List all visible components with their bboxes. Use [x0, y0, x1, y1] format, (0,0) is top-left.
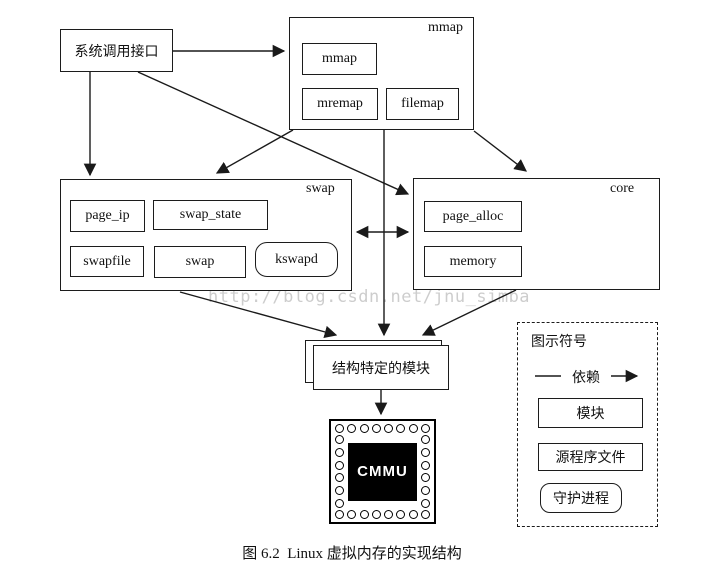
- node-filemap: filemap: [386, 88, 459, 120]
- node-kswapd: kswapd: [255, 242, 338, 277]
- group-core-title: core: [610, 181, 635, 196]
- chip-pin-col-right: [421, 434, 430, 509]
- node-swap: swap: [154, 246, 246, 278]
- legend-dependency-label: 依赖: [572, 371, 600, 386]
- node-memory: memory: [424, 246, 522, 277]
- legend-daemon-label: 守护进程: [553, 492, 609, 507]
- node-mremap: mremap: [302, 88, 378, 120]
- node-mmap-label: mmap: [322, 51, 357, 66]
- legend-source-file-label: 源程序文件: [555, 451, 626, 466]
- legend-source-file-box: 源程序文件: [538, 443, 643, 471]
- figure-caption: 图 6.2 Linux 虚拟内存的实现结构: [242, 546, 462, 562]
- node-memory-label: memory: [449, 253, 497, 269]
- node-swap-label: swap: [185, 254, 215, 269]
- node-page-alloc: page_alloc: [424, 201, 522, 232]
- chip-pin-row-top: [335, 424, 430, 433]
- group-swap-title: swap: [306, 181, 335, 196]
- arrow-mmap-to-swap: [215, 129, 294, 174]
- node-arch-module: 结构特定的模块: [313, 345, 449, 390]
- node-swap-state: swap_state: [153, 200, 268, 230]
- node-filemap-label: filemap: [401, 96, 444, 111]
- legend-title: 图示符号: [531, 335, 587, 350]
- cmmu-label: CMMU: [357, 463, 408, 480]
- chip-pin-row-bottom: [335, 510, 430, 519]
- cmmu-die: CMMU: [348, 442, 417, 501]
- node-page-alloc-label: page_alloc: [442, 208, 504, 224]
- node-arch-module-label: 结构特定的模块: [332, 361, 430, 377]
- legend-module-label: 模块: [576, 407, 605, 422]
- cmmu-chip: CMMU: [329, 419, 436, 524]
- node-page-ip: page_ip: [70, 200, 145, 232]
- node-swapfile: swapfile: [70, 246, 144, 277]
- node-kswapd-label: kswapd: [275, 251, 318, 267]
- node-mmap: mmap: [302, 43, 377, 75]
- node-mremap-label: mremap: [317, 96, 363, 111]
- group-mmap-title: mmap: [428, 20, 463, 35]
- node-syscall-label: 系统调用接口: [74, 44, 159, 60]
- legend-daemon-box: 守护进程: [540, 483, 622, 513]
- node-syscall-interface: 系统调用接口: [60, 29, 173, 72]
- node-swap-state-label: swap_state: [179, 207, 242, 222]
- legend-module-box: 模块: [538, 398, 643, 428]
- node-page-ip-label: page_ip: [85, 208, 130, 223]
- node-swapfile-label: swapfile: [83, 253, 131, 269]
- arrow-mmap-to-core: [473, 130, 527, 172]
- chip-pin-col-left: [335, 434, 344, 509]
